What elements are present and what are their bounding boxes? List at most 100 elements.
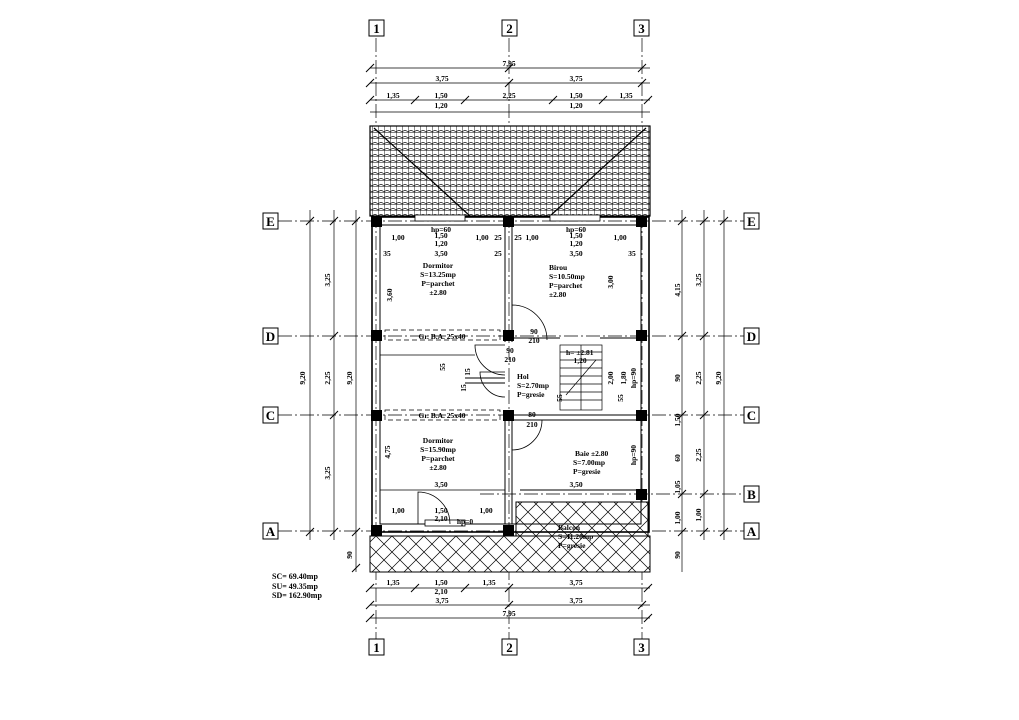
- dim-right-span-4: 1,00: [694, 508, 703, 521]
- svg-text:E: E: [747, 214, 756, 229]
- dim-in-sdoor: 2,10: [434, 514, 447, 523]
- svg-text:±2.80: ±2.80: [429, 288, 446, 297]
- summary-sc: SC= 69.40mp: [272, 572, 318, 581]
- svg-text:S=13.25mp: S=13.25mp: [420, 270, 456, 279]
- dim-door-210c: 210: [504, 355, 516, 364]
- svg-text:D: D: [266, 329, 275, 344]
- dim-bottom-door: 2,10: [434, 587, 447, 596]
- dim-in-thk-3: 25: [514, 233, 522, 242]
- dim-top-seg-5: 1,35: [619, 91, 632, 100]
- sill-height-3: hp=0: [457, 517, 474, 526]
- dimension-texts: 7,95 3,75 3,75 1,35 1,50 2,25 1,50 1,35 …: [298, 59, 723, 618]
- dimension-lines: [309, 67, 725, 619]
- dim-bottom-seg-2: 1,50: [434, 578, 447, 587]
- svg-text:E: E: [266, 214, 275, 229]
- dim-stair-120: 1,20: [573, 356, 586, 365]
- svg-text:2: 2: [506, 21, 513, 36]
- svg-text:A: A: [266, 524, 276, 539]
- dim-in-sroom-2: 3,50: [569, 480, 582, 489]
- dim-left-bottom: 90: [345, 551, 354, 559]
- dim-in-nroom-1: 3,50: [434, 249, 447, 258]
- dim-in-nwin-1: 1,20: [434, 239, 447, 248]
- sill-height-4: hp=90: [629, 368, 638, 388]
- dim-in-n-6: 1,00: [613, 233, 626, 242]
- dim-in-right-h1: 3,00: [606, 275, 615, 288]
- dim-in-s-3: 1,00: [479, 506, 492, 515]
- svg-text:S=7.00mp: S=7.00mp: [573, 458, 605, 467]
- svg-text:S=11.20mp: S=11.20mp: [558, 532, 593, 541]
- axis-label-col-1-top: 1: [368, 19, 385, 37]
- axis-label-row-B-right: B: [743, 485, 760, 503]
- svg-text:P=parchet: P=parchet: [421, 454, 455, 463]
- doors: [417, 304, 548, 525]
- beam-label-d: Gr. B.A. 25x40: [418, 332, 465, 341]
- dim-in-left-h1: 3,60: [385, 288, 394, 301]
- room-balcon: Balcon S=11.20mp P=gresie: [558, 523, 593, 550]
- dim-top-half-left: 3,75: [435, 74, 448, 83]
- dim-top-win-2: 1,20: [569, 101, 582, 110]
- svg-text:P=parchet: P=parchet: [549, 281, 583, 290]
- dimension-ticks: [305, 63, 729, 623]
- axis-label-row-D-right: D: [743, 327, 760, 345]
- dim-in-thk-4: 25: [494, 249, 502, 258]
- dim-in-thk-1: 35: [383, 249, 391, 258]
- dim-right-inner-4: 60: [673, 454, 682, 462]
- svg-text:3: 3: [638, 21, 645, 36]
- svg-text:P=gresie: P=gresie: [558, 541, 586, 550]
- dim-top-win-1: 1,20: [434, 101, 447, 110]
- svg-text:S=15.90mp: S=15.90mp: [420, 445, 456, 454]
- dim-in-s-2: 1,50: [434, 506, 447, 515]
- dim-left-span-2: 2,25: [323, 371, 332, 384]
- dim-in-n-5: 1,50: [569, 231, 582, 240]
- dim-right-inner-6: 1,00: [673, 511, 682, 524]
- dim-door-80: 80: [528, 410, 536, 419]
- beam-label-c: Gr. B.A. 25x40: [418, 411, 465, 420]
- svg-text:Birou: Birou: [549, 263, 567, 272]
- svg-text:Baie ±2.80: Baie ±2.80: [575, 449, 609, 458]
- dim-right-span-2: 2,25: [694, 371, 703, 384]
- dim-top-total: 7,95: [502, 59, 515, 68]
- svg-text:Hol: Hol: [517, 372, 529, 381]
- axis-label-row-C-left: C: [262, 406, 279, 424]
- dim-door-210b: 210: [526, 420, 538, 429]
- dim-bottom-seg-4: 3,75: [569, 578, 582, 587]
- dim-in-misc-55b: 55: [616, 394, 625, 402]
- svg-text:±2.80: ±2.80: [429, 463, 446, 472]
- axis-label-col-3-top: 3: [633, 19, 650, 37]
- svg-text:Balcon: Balcon: [558, 523, 581, 532]
- svg-text:A: A: [747, 524, 757, 539]
- dim-left-inner-total: 9,20: [345, 371, 354, 384]
- dim-right-span-1: 3,25: [694, 273, 703, 286]
- axis-label-row-D-left: D: [262, 327, 279, 345]
- dim-in-misc-15a: 15: [463, 368, 472, 376]
- dim-left-span-1: 3,25: [323, 273, 332, 286]
- svg-text:1: 1: [373, 640, 380, 655]
- dim-in-sroom-1: 3,50: [434, 480, 447, 489]
- svg-text:2: 2: [506, 640, 513, 655]
- dim-in-misc-55a: 55: [438, 363, 447, 371]
- axis-label-row-A-left: A: [262, 522, 279, 540]
- summary-sd: SD= 162.90mp: [272, 591, 322, 600]
- svg-text:3: 3: [638, 640, 645, 655]
- svg-text:B: B: [747, 487, 756, 502]
- axis-labels: 1 2 3 1 2 3 E D C A E D C B A: [262, 19, 760, 656]
- axis-label-row-E-right: E: [743, 212, 760, 230]
- svg-text:C: C: [266, 408, 275, 423]
- dim-door-90: 90: [530, 327, 538, 336]
- dim-right-inner-1: 4,15: [673, 283, 682, 296]
- axis-label-col-2-bottom: 2: [501, 638, 518, 656]
- sill-height-2: hp=60: [566, 225, 586, 234]
- dim-in-left-h2: 4,75: [383, 445, 392, 458]
- svg-text:S=10.50mp: S=10.50mp: [549, 272, 585, 281]
- dim-door-210a: 210: [528, 336, 540, 345]
- dim-bottom-seg-3: 1,35: [482, 578, 495, 587]
- balcony-hatch: [369, 501, 651, 573]
- dim-top-seg-3: 2,25: [502, 91, 515, 100]
- dim-in-s-1: 1,00: [391, 506, 404, 515]
- dim-in-thk-5: 35: [628, 249, 636, 258]
- dim-right-inner-5: 1,05: [673, 480, 682, 493]
- sill-height-5: hp=90: [629, 445, 638, 465]
- dim-top-seg-1: 1,35: [386, 91, 399, 100]
- dim-in-n-4: 1,00: [525, 233, 538, 242]
- dim-in-n-3: 1,00: [475, 233, 488, 242]
